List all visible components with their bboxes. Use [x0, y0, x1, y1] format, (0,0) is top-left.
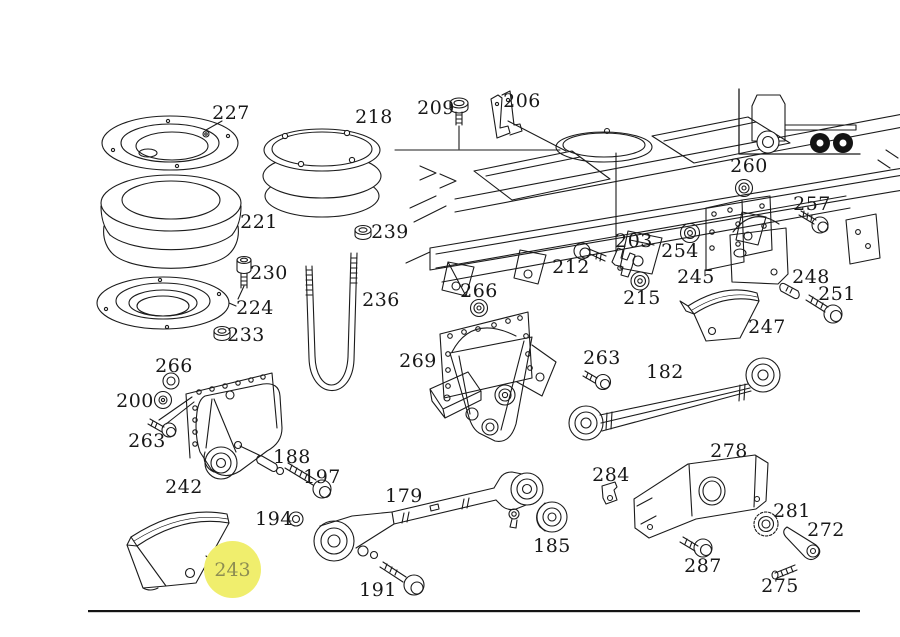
washer-266-left-drawing	[162, 372, 180, 390]
part-label-269[interactable]: 269	[399, 350, 437, 372]
stud-275-drawing	[771, 564, 798, 580]
part-label-257[interactable]: 257	[793, 193, 831, 215]
part-label-179[interactable]: 179	[385, 485, 423, 507]
part-label-194[interactable]: 194	[255, 508, 293, 530]
part-label-263-left[interactable]: 263	[128, 430, 166, 452]
air-bellows-218-drawing	[262, 128, 382, 218]
bolt-191-drawing	[379, 561, 425, 596]
bolt-251-drawing	[805, 294, 843, 324]
u-bolt-236-drawing	[305, 252, 358, 392]
bolt-287-drawing	[679, 536, 713, 558]
part-label-245[interactable]: 245	[677, 266, 715, 288]
part-label-272[interactable]: 272	[807, 519, 845, 541]
part-label-182[interactable]: 182	[646, 361, 684, 383]
part-label-212[interactable]: 212	[552, 256, 590, 278]
nut-233-drawing	[213, 325, 231, 342]
bolt-209-drawing	[449, 97, 469, 126]
part-label-266-center[interactable]: 266	[460, 280, 498, 302]
part-label-188[interactable]: 188	[273, 446, 311, 468]
bushing-185-drawing	[536, 501, 568, 533]
ring-plate-224-drawing	[96, 276, 230, 330]
torque-rod-182-drawing	[568, 357, 781, 441]
wedge-247-drawing	[679, 289, 760, 342]
part-label-287[interactable]: 287	[684, 555, 722, 577]
part-label-260[interactable]: 260	[730, 155, 768, 177]
part-label-233[interactable]: 233	[227, 324, 265, 346]
bolt-263-center-drawing	[582, 370, 612, 391]
bolt-197-drawing	[284, 462, 332, 499]
bottom-rule	[88, 610, 860, 613]
part-label-263-center[interactable]: 263	[583, 347, 621, 369]
bracket-278-drawing	[633, 454, 769, 539]
part-label-203[interactable]: 203	[615, 230, 653, 252]
part-label-227[interactable]: 227	[212, 102, 250, 124]
part-label-248[interactable]: 248	[792, 266, 830, 288]
part-label-230[interactable]: 230	[250, 262, 288, 284]
bracket-269-drawing	[429, 311, 557, 442]
part-label-239[interactable]: 239	[371, 221, 409, 243]
nut-260-drawing	[734, 178, 754, 198]
part-label-209[interactable]: 209	[417, 97, 455, 119]
sleeve-248-drawing	[779, 282, 800, 300]
part-label-281[interactable]: 281	[773, 500, 811, 522]
part-label-284[interactable]: 284	[592, 464, 630, 486]
part-label-275[interactable]: 275	[761, 575, 799, 597]
bracket-245-drawing	[705, 195, 789, 285]
bushing-281-drawing	[753, 511, 779, 537]
nut-215-drawing	[630, 271, 650, 291]
bracket-203-drawing	[611, 247, 636, 278]
part-label-215[interactable]: 215	[623, 287, 661, 309]
wedge-243-drawing[interactable]	[126, 511, 230, 591]
part-label-236[interactable]: 236	[362, 289, 400, 311]
chassis-frame-drawing	[405, 114, 900, 297]
washer-200-drawing	[153, 390, 173, 410]
part-label-206[interactable]: 206	[503, 90, 541, 112]
ring-221-drawing	[100, 174, 242, 269]
part-label-191[interactable]: 191	[359, 579, 397, 601]
ring-plate-227-drawing	[101, 115, 239, 171]
bracket-242-drawing	[185, 372, 283, 480]
nut-239-drawing	[354, 224, 372, 241]
part-label-243-highlighted[interactable]: 243	[204, 541, 261, 598]
part-label-242[interactable]: 242	[165, 476, 203, 498]
truck-thumbnail	[738, 88, 861, 155]
part-label-197[interactable]: 197	[303, 466, 341, 488]
part-label-185[interactable]: 185	[533, 535, 571, 557]
part-label-224[interactable]: 224	[236, 297, 274, 319]
part-label-247[interactable]: 247	[748, 316, 786, 338]
part-label-243-text: 243	[214, 558, 251, 581]
washer-194-drawing	[288, 511, 304, 527]
torque-rod-179-drawing	[313, 471, 544, 562]
pin-188-drawing	[256, 455, 285, 476]
bracket-206-drawing	[490, 90, 523, 139]
part-label-221[interactable]: 221	[240, 211, 278, 233]
bolt-230-drawing	[236, 255, 252, 289]
nut-266-center-drawing	[469, 298, 489, 318]
part-label-266-left[interactable]: 266	[155, 355, 193, 377]
clip-284-drawing	[601, 481, 618, 505]
part-label-251[interactable]: 251	[818, 283, 856, 305]
part-label-218[interactable]: 218	[355, 106, 393, 128]
bolt-257-drawing	[798, 210, 829, 234]
bolt-212-drawing	[573, 242, 607, 262]
part-label-200[interactable]: 200	[116, 390, 154, 412]
part-label-278[interactable]: 278	[710, 440, 748, 462]
bolt-263-left-drawing	[147, 418, 177, 438]
nut-254-drawing	[679, 222, 701, 244]
roller-272-drawing	[783, 526, 821, 561]
part-label-254[interactable]: 254	[661, 240, 699, 262]
